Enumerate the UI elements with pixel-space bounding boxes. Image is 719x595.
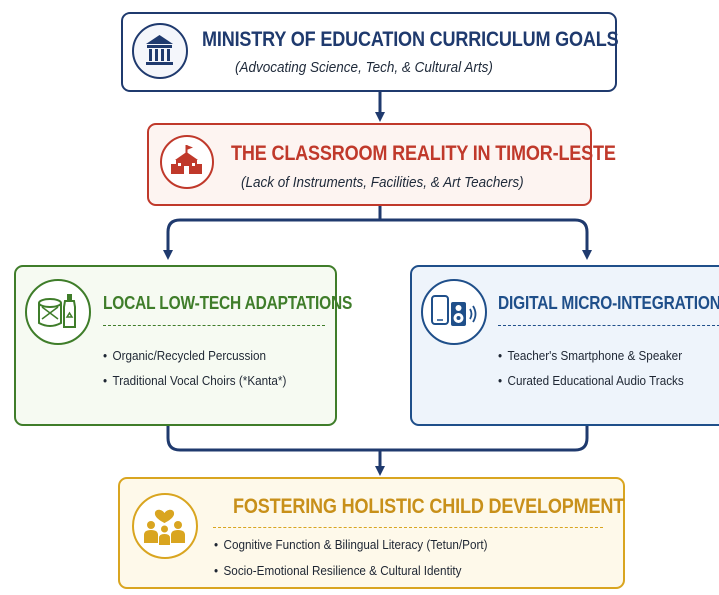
ministry-title: MINISTRY OF EDUCATION CURRICULUM GOALS [202,28,619,51]
line-digital-merge [380,426,589,452]
arrow-to-digital [380,218,592,260]
government-building-icon [132,23,188,79]
outcome-item-1: Cognitive Function & Bilingual Literacy … [214,537,488,552]
line-local-merge [166,426,380,452]
smartphone-speaker-icon [421,279,487,345]
local-title: LOCAL LOW-TECH ADAPTATIONS [103,293,353,313]
holistic-development-box: FOSTERING HOLISTIC CHILD DEVELOPMENT Cog… [118,477,625,589]
digital-divider [498,325,719,326]
classroom-title: THE CLASSROOM REALITY IN TIMOR-LESTE [231,142,616,165]
local-adaptations-box: LOCAL LOW-TECH ADAPTATIONS Organic/Recyc… [14,265,352,426]
drum-and-bottle-icon [25,279,91,345]
ministry-subtitle: (Advocating Science, Tech, & Cultural Ar… [235,59,493,76]
classroom-reality-box: THE CLASSROOM REALITY IN TIMOR-LESTE (La… [147,123,616,206]
digital-title: DIGITAL MICRO-INTEGRATIONS [498,293,719,313]
school-house-icon [160,135,214,189]
arrow-to-local [163,218,380,260]
digital-integrations-box: DIGITAL MICRO-INTEGRATIONS Teacher's Sma… [410,265,719,426]
classroom-subtitle: (Lack of Instruments, Facilities, & Art … [241,174,524,191]
outcome-divider [213,527,603,528]
outcome-title: FOSTERING HOLISTIC CHILD DEVELOPMENT [233,495,625,518]
local-item-1: Organic/Recycled Percussion [103,348,266,363]
outcome-item-2: Socio-Emotional Resilience & Cultural Id… [214,563,462,578]
local-item-2: Traditional Vocal Choirs (*Kanta*) [103,373,287,388]
ministry-goals-box: MINISTRY OF EDUCATION CURRICULUM GOALS (… [121,12,619,92]
local-divider [103,325,325,326]
digital-item-2: Curated Educational Audio Tracks [498,373,684,388]
people-heart-icon [132,493,198,559]
digital-item-1: Teacher's Smartphone & Speaker [498,348,683,363]
